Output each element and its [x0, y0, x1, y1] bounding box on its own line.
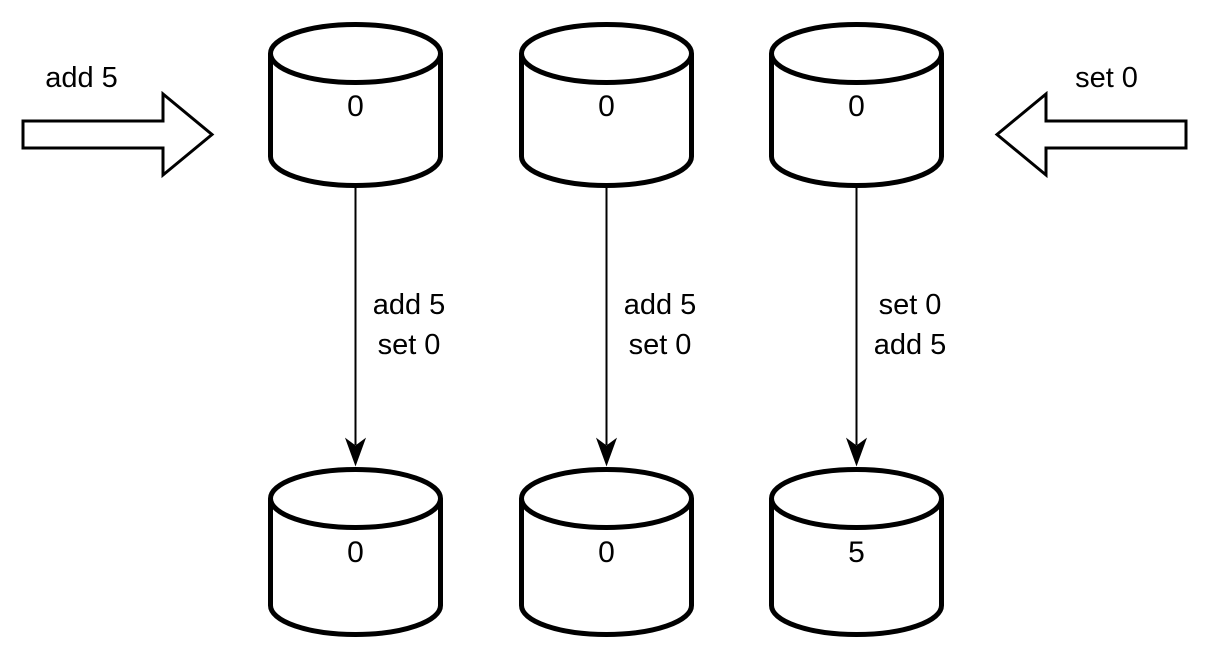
op-order-label: set 0 add 5 — [870, 285, 950, 365]
database-cylinder-icon: 0 — [769, 22, 944, 188]
replica-initial-value: 0 — [598, 90, 615, 123]
arrow-down-icon — [845, 188, 868, 467]
database-cylinder-icon: 0 — [519, 467, 694, 637]
block-arrow-left-icon — [994, 91, 1188, 179]
database-cylinder-icon: 0 — [268, 467, 443, 637]
block-arrow-right-icon — [21, 91, 215, 179]
incoming-op-right-label: set 0 — [1075, 62, 1138, 94]
op-order-line: set 0 — [377, 329, 441, 361]
op-order-line: add 5 — [372, 289, 446, 321]
replica-final-value: 0 — [598, 536, 615, 569]
arrow-down-icon — [595, 188, 618, 467]
database-cylinder-icon: 0 — [519, 22, 694, 188]
op-order-label: add 5 set 0 — [620, 285, 700, 365]
arrow-down-icon — [344, 188, 367, 467]
op-order-line: add 5 — [623, 289, 697, 321]
replica-initial-value: 0 — [347, 90, 364, 123]
replica-initial-value: 0 — [848, 90, 865, 123]
op-order-line: set 0 — [628, 329, 692, 361]
incoming-op-left-label: add 5 — [45, 62, 118, 94]
op-order-line: set 0 — [878, 289, 942, 321]
op-order-line: add 5 — [873, 329, 947, 361]
replica-final-value: 5 — [848, 536, 865, 569]
replica-final-value: 0 — [347, 536, 364, 569]
database-cylinder-icon: 0 — [268, 22, 443, 188]
database-cylinder-icon: 5 — [769, 467, 944, 637]
op-order-label: add 5 set 0 — [369, 285, 449, 365]
